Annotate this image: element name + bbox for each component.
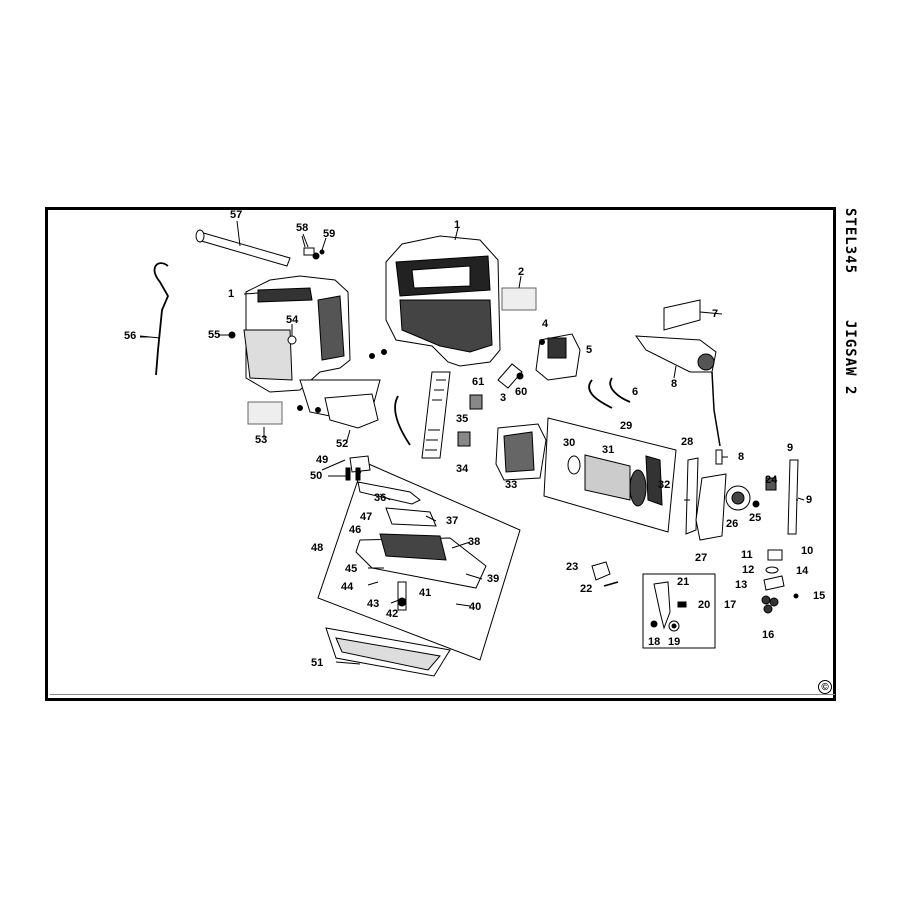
- diagram-frame: [45, 207, 836, 701]
- callout-34: 32: [658, 479, 671, 491]
- part-3-5-switch-drawing: [497, 333, 581, 389]
- callout-9: 8: [738, 451, 745, 463]
- callout-53: 51: [311, 657, 324, 669]
- callout-6: 6: [632, 386, 639, 398]
- callout-49: 47: [360, 511, 373, 523]
- part-31-armature-assembly-drawing: [543, 417, 677, 533]
- part-1-left-housing-drawing: [243, 275, 381, 429]
- callout-7: 7: [712, 308, 719, 320]
- part-37-spring-drawing: [421, 371, 483, 459]
- callout-36: 34: [456, 463, 469, 475]
- callout-55: 53: [255, 434, 268, 446]
- callout-8: 8: [671, 378, 678, 390]
- part-58-wire-drawing: [153, 262, 170, 376]
- callout-41: 39: [487, 573, 500, 585]
- callout-21: 19: [668, 636, 681, 648]
- callout-26: 24: [765, 474, 778, 486]
- part-7-8-plate-drawing: [634, 299, 721, 447]
- callout-3: 3: [500, 392, 507, 404]
- part-35-stator-drawing: [495, 423, 547, 481]
- callout-58: 56: [124, 330, 137, 342]
- callout-48: 46: [349, 524, 362, 536]
- callout-50: 48: [311, 542, 324, 554]
- callout-37: 35: [456, 413, 469, 425]
- callout-15: 13: [735, 579, 748, 591]
- callout-5: 5: [586, 344, 593, 356]
- callout-4: 4: [542, 318, 549, 330]
- callout-54: 52: [336, 438, 349, 450]
- callout-45: 43: [367, 598, 380, 610]
- callout-60: 58: [296, 222, 309, 234]
- callout-17: 15: [813, 590, 826, 602]
- part-1-right-housing-drawing: [385, 227, 501, 367]
- callout-20: 18: [648, 636, 661, 648]
- callout-32: 30: [563, 437, 576, 449]
- callout-14: 12: [742, 564, 755, 576]
- callout-24: 22: [580, 583, 593, 595]
- callout-46: 44: [341, 581, 354, 593]
- callout-2: 2: [518, 266, 525, 278]
- frame-footer-line: [50, 694, 835, 695]
- callout-25: 23: [566, 561, 579, 573]
- callout-33: 31: [602, 444, 615, 456]
- callout-56: 54: [286, 314, 299, 326]
- callout-47: 45: [345, 563, 358, 575]
- callout-59: 57: [230, 209, 243, 221]
- callout-57: 55: [208, 329, 221, 341]
- callout-44: 42: [386, 608, 399, 620]
- callout-51: 49: [316, 454, 329, 466]
- callout-12: 10: [801, 545, 814, 557]
- callout-23: 21: [677, 576, 690, 588]
- callout-39: 37: [446, 515, 459, 527]
- callout-52: 50: [310, 470, 323, 482]
- callout-1-top: 1: [454, 219, 461, 231]
- callout-28: 26: [726, 518, 739, 530]
- callout-22: 20: [698, 599, 711, 611]
- callout-38: 36: [374, 492, 387, 504]
- callout-16: 14: [796, 565, 809, 577]
- sheet-title: JIGSAW 2: [842, 320, 858, 396]
- callout-30: 28: [681, 436, 694, 448]
- part-60-61-drawing: [302, 233, 327, 260]
- callout-31: 29: [620, 420, 633, 432]
- part-59-pin-drawing: [195, 220, 291, 267]
- part-36-brush-drawing: [457, 431, 471, 447]
- callout-10: 9: [787, 442, 794, 454]
- model-code: STEL345: [842, 208, 858, 275]
- callout-29: 27: [695, 552, 708, 564]
- callout-19: 17: [724, 599, 737, 611]
- callout-61: 59: [323, 228, 336, 240]
- callout-43: 41: [419, 587, 432, 599]
- callout-18: 16: [762, 629, 775, 641]
- part-38-41-base-drawing: [345, 455, 487, 611]
- callout-63: 61: [472, 376, 485, 388]
- callout-11: 9: [806, 494, 813, 506]
- callout-62: 60: [515, 386, 528, 398]
- part-2-label-drawing: [501, 287, 537, 311]
- callout-1-left: 1: [228, 288, 235, 300]
- callout-35: 33: [505, 479, 518, 491]
- callout-40: 38: [468, 536, 481, 548]
- part-55-label-drawing: [247, 401, 283, 425]
- callout-13: 11: [741, 549, 753, 561]
- callout-42: 40: [469, 601, 482, 613]
- callout-27: 25: [749, 512, 762, 524]
- copyright-mark: ©: [818, 680, 832, 694]
